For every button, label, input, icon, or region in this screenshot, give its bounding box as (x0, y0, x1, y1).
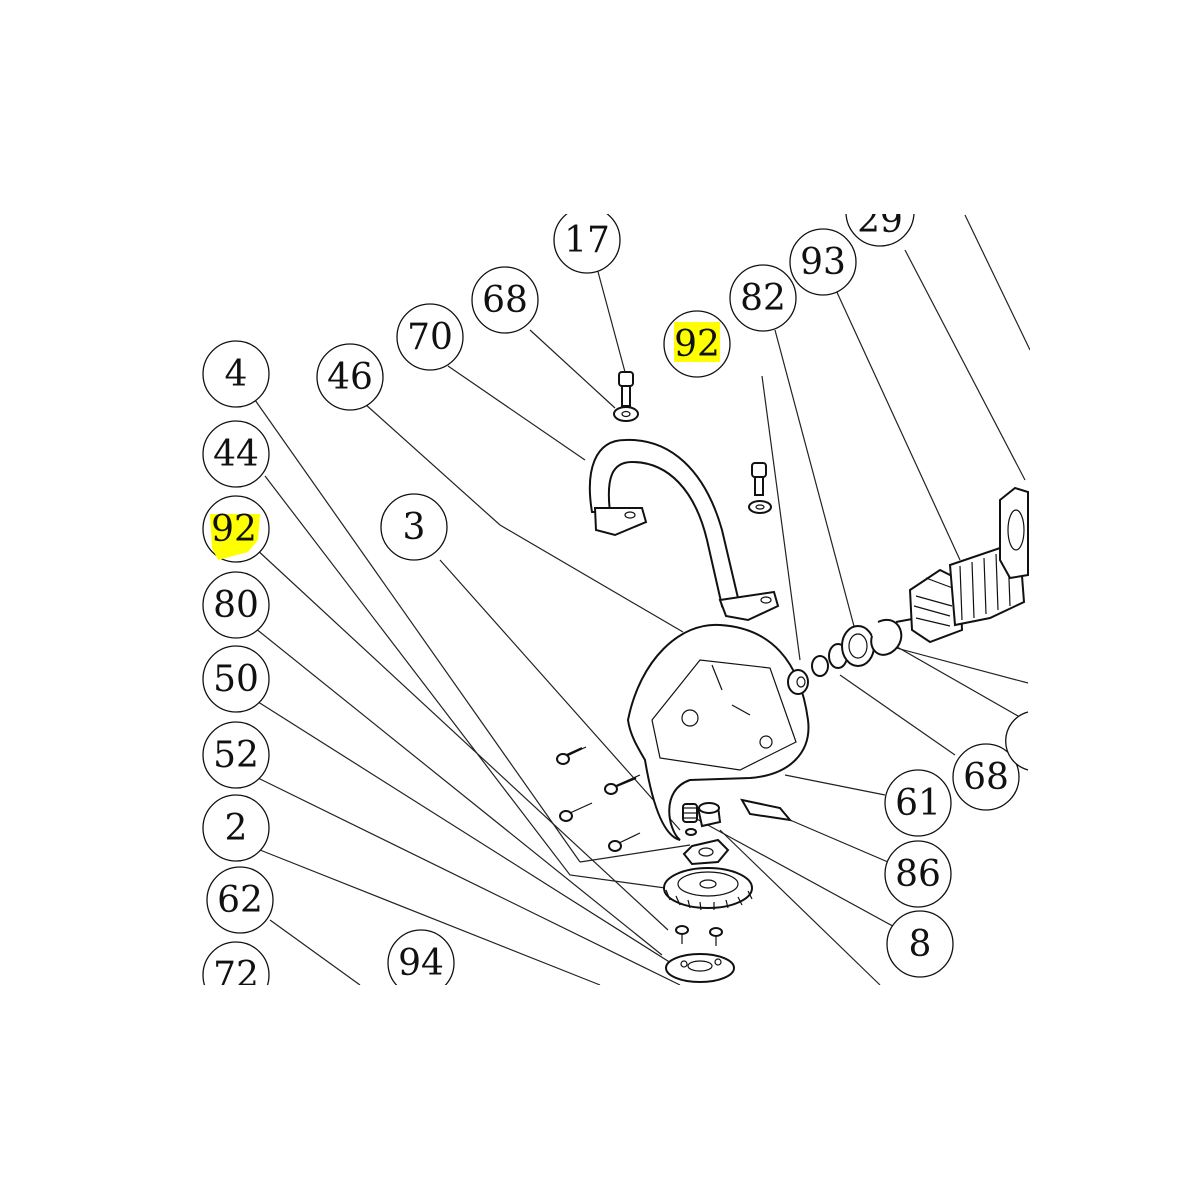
callout-68: 68 (952, 743, 1020, 811)
bevel-gear-part (663, 867, 753, 911)
callout-label: 4 (225, 354, 248, 395)
parts (556, 371, 1029, 983)
callout-46: 46 (316, 343, 384, 411)
callout-68: 68 (471, 266, 539, 334)
gear-housing-part (626, 623, 810, 841)
circlip-part (870, 619, 903, 656)
washer-part (811, 655, 829, 677)
rubber-bushing-part (787, 669, 809, 695)
callout-label: 86 (895, 854, 941, 895)
callout-44: 44 (202, 420, 270, 488)
screw-17-part (618, 371, 634, 407)
leader-lines (254, 214, 1031, 986)
callout-label: 44 (213, 434, 259, 475)
callout-label: 62 (217, 880, 263, 921)
callout-label: 3 (403, 507, 426, 548)
callout-52: 52 (202, 721, 270, 789)
callout-label: 17 (564, 220, 610, 261)
small-screw-part (709, 927, 723, 937)
highlight-marker (674, 322, 720, 362)
callout-82: 82 (729, 264, 797, 332)
callout-label: 61 (895, 783, 941, 824)
crop-mask-left (0, 0, 200, 1200)
callout-label: 92 (674, 324, 720, 365)
callout-label: 94 (398, 943, 444, 984)
highlight-marker (210, 514, 260, 560)
flange-plate-part (665, 953, 735, 983)
screw-part (748, 462, 772, 514)
key-strip-part (740, 798, 793, 822)
callout-label: 52 (213, 735, 259, 776)
handle-part (588, 438, 780, 622)
callout-label: 68 (963, 757, 1009, 798)
callout-94: 94 (387, 929, 455, 997)
callout-61: 61 (884, 769, 952, 837)
callout-label: 50 (213, 659, 259, 700)
nut-part (682, 838, 730, 866)
callout-93: 93 (789, 228, 857, 296)
callout-label: 68 (482, 280, 528, 321)
callout-92-highlighted: 92 (202, 495, 270, 563)
callout-62: 62 (206, 866, 274, 934)
callout-2: 2 (202, 794, 270, 862)
callout-86: 86 (884, 840, 952, 908)
callout-80: 80 (202, 571, 270, 639)
bearing-part (841, 625, 875, 667)
callout-70: 70 (396, 303, 464, 371)
callout-label: 92 (211, 509, 257, 550)
callout-4: 4 (202, 340, 270, 408)
callout-label: 46 (327, 357, 373, 398)
callout-17: 17 (553, 206, 621, 274)
crop-mask-right (1030, 0, 1200, 1200)
callout-label: 70 (407, 317, 453, 358)
spring-bushing-part (682, 802, 722, 836)
fan-housing-part (999, 486, 1029, 580)
callout-50: 50 (202, 645, 270, 713)
callout-92-highlighted: 92 (663, 310, 731, 378)
callout-8: 8 (886, 910, 954, 978)
housing-screws (556, 746, 641, 852)
callout-label: 93 (800, 242, 846, 283)
callout-label: 2 (225, 808, 248, 849)
callout-label: 80 (213, 585, 259, 626)
small-screw-part (675, 925, 689, 935)
callout-label: 8 (909, 924, 932, 965)
callout-label: 82 (740, 278, 786, 319)
washer-part (613, 406, 639, 422)
clipped-callout-edge (1005, 711, 1029, 771)
callout-3: 3 (380, 493, 448, 561)
